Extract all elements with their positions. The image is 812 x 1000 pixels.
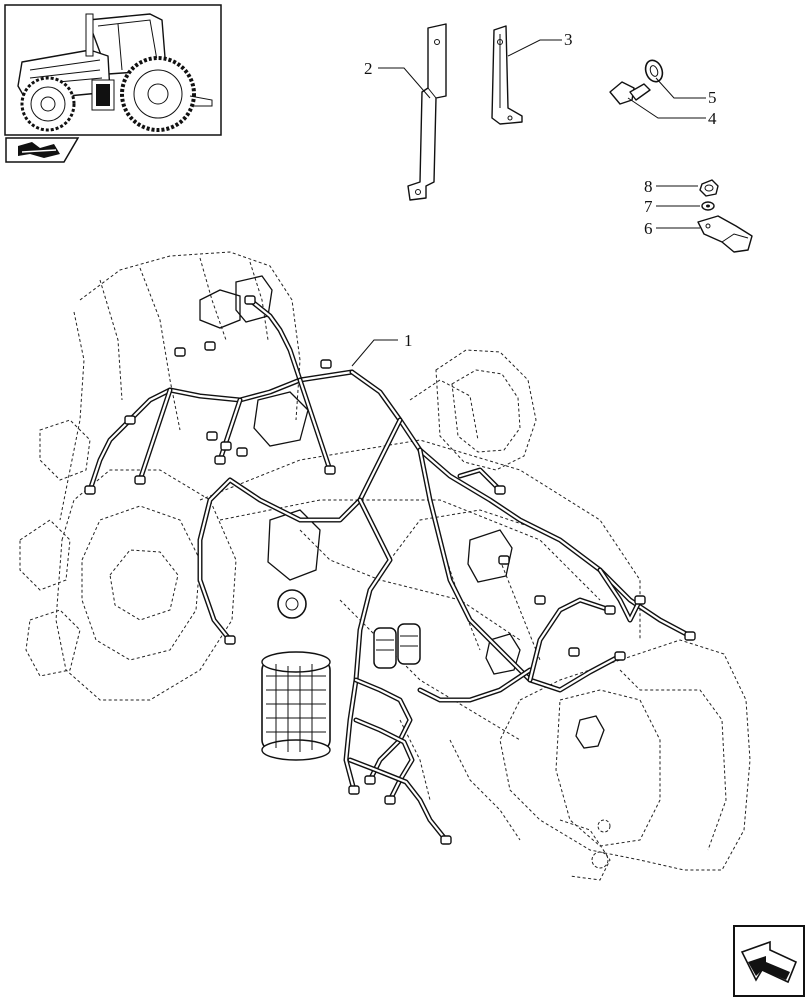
callout-1: 1 xyxy=(404,331,413,350)
callout-2: 2 xyxy=(364,59,373,78)
next-page-arrow-icon[interactable] xyxy=(733,925,805,997)
callout-3: 3 xyxy=(564,30,573,49)
bolt-part-4 xyxy=(609,81,651,105)
harness-connector xyxy=(498,555,510,565)
harness-connector xyxy=(364,775,376,785)
harness-connector xyxy=(534,595,546,605)
callout-7: 7 xyxy=(644,197,653,216)
tractor-thumbnail-icon xyxy=(4,4,222,136)
harness-connector xyxy=(614,651,626,661)
harness-connector xyxy=(384,795,396,805)
washer-part-7 xyxy=(701,201,715,211)
harness-connector xyxy=(224,635,236,645)
harness-connector xyxy=(206,431,218,441)
bracket-part-3 xyxy=(491,25,523,125)
harness-connector xyxy=(204,341,216,351)
harness-connector xyxy=(494,485,506,495)
harness-connector xyxy=(320,359,332,369)
filter-canister xyxy=(261,589,331,761)
harness-connector xyxy=(174,347,186,357)
harness-connector xyxy=(124,415,136,425)
washer-part-5 xyxy=(644,59,664,83)
harness-connector xyxy=(214,455,226,465)
book-section-icon xyxy=(5,137,80,163)
harness-connector xyxy=(220,441,232,451)
harness-connector xyxy=(134,475,146,485)
hydraulic-couplers xyxy=(373,623,421,669)
harness-connector xyxy=(236,447,248,457)
callout-6: 6 xyxy=(644,219,653,238)
callout-8: 8 xyxy=(644,177,653,196)
harness-connector xyxy=(634,595,646,605)
nut-part-8 xyxy=(699,179,719,197)
harness-connector xyxy=(604,605,616,615)
harness-connector xyxy=(568,647,580,657)
callout-5: 5 xyxy=(708,88,717,107)
transmission-assembly xyxy=(19,251,751,881)
wiring-harness-part-1 xyxy=(84,295,696,845)
callout-4: 4 xyxy=(708,109,717,128)
bracket-part-2 xyxy=(407,23,447,201)
harness-connector xyxy=(324,465,336,475)
clamp-part-6 xyxy=(697,215,753,253)
harness-connector xyxy=(684,631,696,641)
harness-connector xyxy=(348,785,360,795)
harness-connector xyxy=(244,295,256,305)
harness-connector xyxy=(440,835,452,845)
leader-lines xyxy=(351,39,706,367)
harness-connector xyxy=(84,485,96,495)
